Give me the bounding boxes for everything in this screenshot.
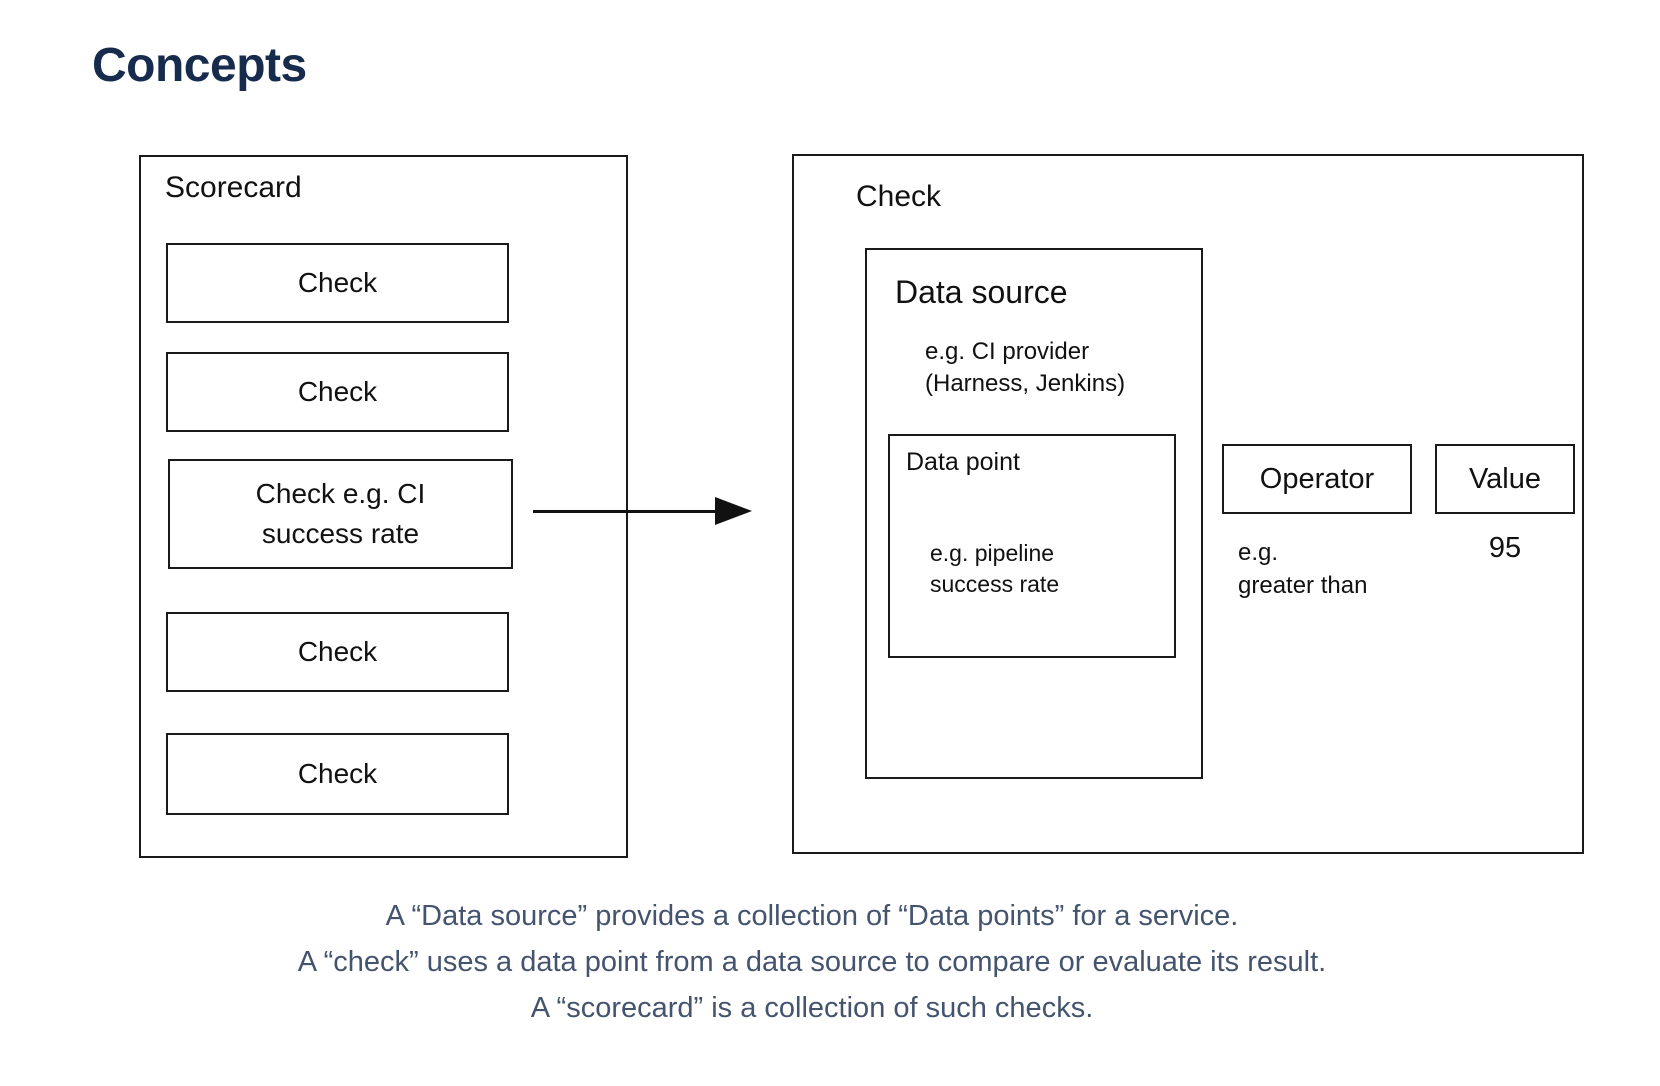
scorecard-label: Scorecard xyxy=(165,171,302,204)
operator-example-line2: greater than xyxy=(1238,572,1368,599)
arrow-line xyxy=(533,510,717,513)
check-item-label: Check xyxy=(297,267,378,298)
caption-line-3: A “scorecard” is a collection of such ch… xyxy=(530,992,1094,1024)
data-source-example: e.g. CI provider (Harness, Jenkins) xyxy=(925,336,1125,400)
check-detail-label: Check xyxy=(856,180,942,213)
data-point-label: Data point xyxy=(906,448,1020,476)
check-item-label-line2: success rate xyxy=(261,518,420,549)
data-source-example-line1: e.g. CI provider xyxy=(925,338,1090,365)
operator-example: e.g. greater than xyxy=(1238,536,1367,602)
check-item-label: Check e.g. CI success rate xyxy=(256,474,426,554)
data-point-example-line2: success rate xyxy=(930,571,1060,597)
check-item-label: Check xyxy=(297,758,378,789)
page-title: Concepts xyxy=(92,39,307,93)
check-detail-box: Check Data source e.g. CI provider (Harn… xyxy=(792,154,1584,854)
operator-example-line1: e.g. xyxy=(1238,539,1279,566)
value-box: Value xyxy=(1435,444,1575,514)
scorecard-check-item-5: Check xyxy=(166,733,509,815)
check-item-label: Check xyxy=(297,636,378,667)
check-item-label: Check xyxy=(297,376,378,407)
check-item-label-line1: Check e.g. CI xyxy=(255,478,426,509)
scorecard-box: Scorecard Check Check Check e.g. CI succ… xyxy=(139,155,628,858)
operator-box: Operator xyxy=(1222,444,1412,514)
caption: A “Data source” provides a collection of… xyxy=(0,893,1624,1031)
scorecard-check-item-2: Check xyxy=(166,352,509,432)
value-example: 95 xyxy=(1488,532,1522,564)
data-point-box: Data point e.g. pipeline success rate xyxy=(888,434,1176,658)
data-point-example: e.g. pipeline success rate xyxy=(930,538,1059,600)
scorecard-check-item-ci-success-rate: Check e.g. CI success rate xyxy=(168,459,513,569)
caption-line-2: A “check” uses a data point from a data … xyxy=(297,946,1327,978)
scorecard-check-item-1: Check xyxy=(166,243,509,323)
data-source-example-line2: (Harness, Jenkins) xyxy=(925,370,1126,397)
value-label: Value xyxy=(1468,462,1542,495)
operator-label: Operator xyxy=(1259,462,1375,495)
data-source-box: Data source e.g. CI provider (Harness, J… xyxy=(865,248,1203,779)
data-point-example-line1: e.g. pipeline xyxy=(930,540,1055,566)
data-source-label: Data source xyxy=(895,274,1068,310)
arrow-head-icon xyxy=(715,497,752,525)
caption-line-1: A “Data source” provides a collection of… xyxy=(385,900,1239,932)
scorecard-check-item-4: Check xyxy=(166,612,509,692)
